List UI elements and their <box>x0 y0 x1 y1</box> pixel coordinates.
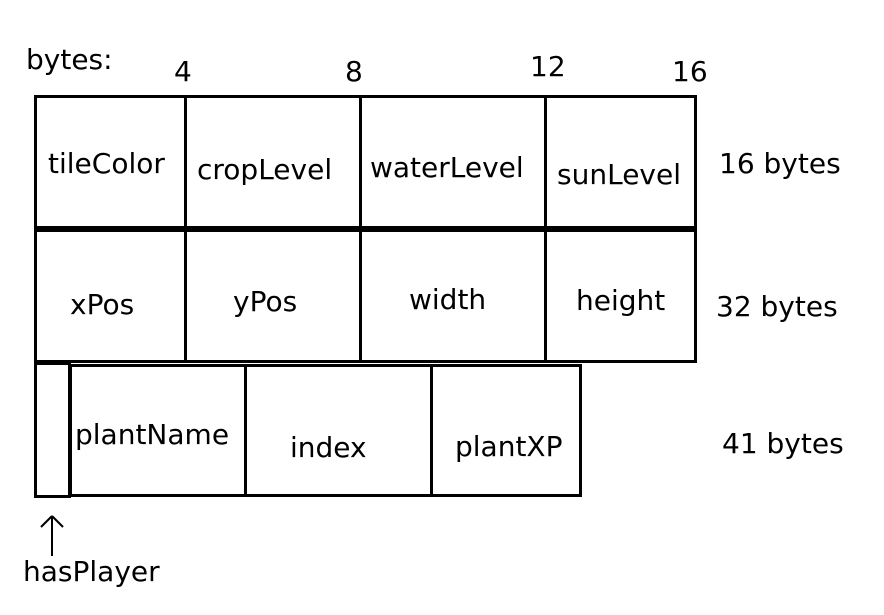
row3-cell-hasplayer <box>34 362 71 498</box>
row2-cell-height: height <box>544 229 697 363</box>
field-plantxp: plantXP <box>455 430 563 463</box>
row2-cell-ypos: yPos <box>184 229 362 363</box>
hasplayer-label: hasPlayer <box>23 555 160 588</box>
bytes-label: bytes: <box>26 43 113 76</box>
field-tilecolor: tileColor <box>48 147 165 180</box>
row2-size: 32 bytes <box>716 290 838 323</box>
row1-cell-sunlevel: sunLevel <box>544 95 697 229</box>
offset-8: 8 <box>345 55 363 88</box>
row3-cell-plantname: plantName <box>69 364 247 497</box>
row1-cell-croplevel: cropLevel <box>184 95 362 229</box>
row3-cell-index: index <box>244 364 433 497</box>
row1-cell-waterlevel: waterLevel <box>359 95 547 229</box>
up-arrow-icon <box>40 515 64 556</box>
offset-4: 4 <box>174 55 192 88</box>
row1-size: 16 bytes <box>719 147 841 180</box>
offset-12: 12 <box>530 50 566 83</box>
row1-cell-tilecolor: tileColor <box>34 95 187 229</box>
field-croplevel: cropLevel <box>197 153 333 186</box>
field-xpos: xPos <box>70 288 135 321</box>
field-ypos: yPos <box>233 285 298 318</box>
offset-16: 16 <box>672 55 708 88</box>
row2-cell-xpos: xPos <box>34 229 187 363</box>
field-sunlevel: sunLevel <box>557 158 681 191</box>
field-waterlevel: waterLevel <box>370 151 524 184</box>
row3-size: 41 bytes <box>722 427 844 460</box>
field-plantname: plantName <box>75 418 230 451</box>
field-index: index <box>290 431 367 464</box>
row2-cell-width: width <box>359 229 547 363</box>
field-height: height <box>576 284 666 317</box>
row3-cell-plantxp: plantXP <box>430 364 582 497</box>
field-width: width <box>409 283 487 316</box>
